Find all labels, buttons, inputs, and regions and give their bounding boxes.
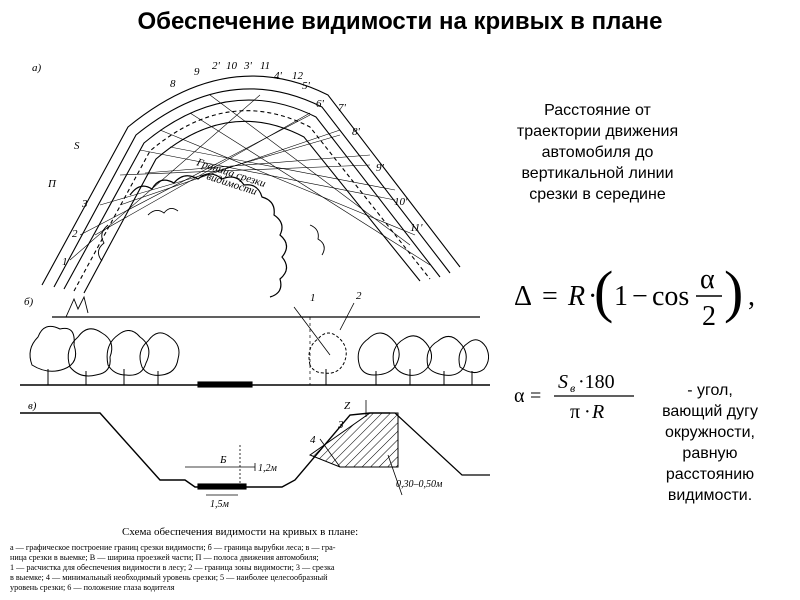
curve-label-p: П bbox=[47, 178, 57, 190]
curve-num: 10' bbox=[394, 196, 408, 208]
curve-num: 5' bbox=[302, 80, 311, 92]
trees-right bbox=[308, 332, 490, 385]
cutting-profile bbox=[20, 400, 490, 496]
trees-left bbox=[29, 325, 180, 385]
road-curve-outer bbox=[41, 75, 461, 286]
formula2-num-tail: ·180 bbox=[578, 371, 615, 393]
curve-num: 7' bbox=[338, 102, 347, 114]
formula-two: 2 bbox=[702, 301, 716, 332]
curve-num: 3' bbox=[243, 60, 253, 72]
formula-one: 1 bbox=[614, 281, 628, 312]
distance-description: Расстояние от траектории движения автомо… bbox=[516, 102, 679, 203]
curve-num: 8 bbox=[170, 78, 176, 90]
road-curve-inner bbox=[73, 110, 431, 292]
cut-label-3: 3 bbox=[337, 419, 344, 431]
curve-num: 9 bbox=[194, 66, 200, 78]
road-curve-3 bbox=[63, 99, 441, 290]
legend-line: а — графическое построение границ срезки… bbox=[10, 543, 336, 552]
formula2-pi: π bbox=[570, 401, 580, 423]
label-v: в) bbox=[28, 400, 37, 412]
alpha-formula: α = S в ·180 π · R bbox=[514, 371, 634, 423]
formula-lparen: ( bbox=[594, 259, 613, 324]
formula-alpha: α bbox=[700, 264, 715, 295]
dim-depth: 0,30–0,50м bbox=[396, 479, 443, 490]
forest-num-2: 2 bbox=[356, 290, 362, 302]
formula-dot: · bbox=[588, 281, 597, 312]
forest-profile bbox=[20, 302, 490, 388]
road-curve-inner-2 bbox=[83, 120, 421, 294]
forest-num-1: 1 bbox=[310, 292, 316, 304]
curve-num: 11' bbox=[410, 222, 423, 234]
formula2-r: R bbox=[591, 401, 604, 423]
cut-label-z: Z bbox=[344, 400, 351, 412]
alpha-desc-line1: - угол, bbox=[687, 382, 733, 399]
dim-1-5m: 1,5м bbox=[210, 499, 230, 510]
alpha-desc-rest: окружности, равную расстоянию видимости. bbox=[665, 424, 755, 504]
formula2-sub: в bbox=[570, 381, 575, 395]
page-title: Обеспечение видимости на кривых в плане bbox=[137, 8, 663, 35]
label-a: а) bbox=[32, 62, 42, 74]
visibility-scheme-drawing: а) б) в) S П 3 2 1 8 9 2' 10 3' 11 4' 12… bbox=[10, 60, 490, 592]
curve-num: 2' bbox=[212, 60, 221, 72]
formula-minus: − bbox=[632, 281, 648, 312]
curve-label-3: 3 bbox=[81, 198, 88, 210]
road-curve-2 bbox=[53, 88, 451, 288]
curve-num: 10 bbox=[226, 60, 238, 72]
curve-label-s: S bbox=[74, 140, 80, 152]
formula2-alpha: α bbox=[514, 385, 525, 407]
formula-rparen: ) bbox=[724, 259, 743, 324]
formula-comma: , bbox=[748, 281, 755, 312]
visibility-border bbox=[129, 173, 288, 298]
legend-line: ница срезки в выемке; В — ширина проезже… bbox=[10, 553, 319, 562]
formula2-dot: · bbox=[584, 401, 591, 423]
curve-num: 9' bbox=[376, 162, 385, 174]
legend-line: уровень срезки; 6 — положение глаза води… bbox=[10, 583, 175, 592]
cut-label-b: Б bbox=[219, 454, 227, 466]
cut-label-4: 4 bbox=[310, 434, 316, 446]
formula2-equals: = bbox=[530, 385, 541, 407]
curve-num: 11 bbox=[260, 60, 270, 72]
legend-line: в выемке; 4 — минимальный необходимый ур… bbox=[10, 573, 328, 582]
label-b: б) bbox=[24, 296, 34, 308]
curve-num: 12 bbox=[292, 70, 304, 82]
dim-1-2m: 1,2м bbox=[258, 463, 278, 474]
formula-cos: cos bbox=[652, 281, 689, 312]
curve-num: 8' bbox=[352, 126, 361, 138]
curve-num: 4' bbox=[274, 70, 283, 82]
legend-line: 1 — расчистка для обеспечения видимости … bbox=[10, 563, 335, 572]
alpha-desc-line2: вающий дугу bbox=[662, 403, 758, 420]
formula-equals: = bbox=[542, 281, 558, 312]
scheme-caption: Схема обеспечения видимости на кривых в … bbox=[122, 526, 358, 538]
formula-r: R bbox=[567, 281, 585, 312]
curve-label-1: 1 bbox=[62, 256, 68, 268]
delta-formula: Δ = R · ( 1 − cos α 2 ) , bbox=[514, 259, 755, 332]
curve-label-2: 2 bbox=[72, 228, 78, 240]
formula2-s: S bbox=[558, 371, 568, 393]
curve-num: 6' bbox=[316, 98, 325, 110]
formula-delta-symbol: Δ bbox=[514, 281, 532, 312]
